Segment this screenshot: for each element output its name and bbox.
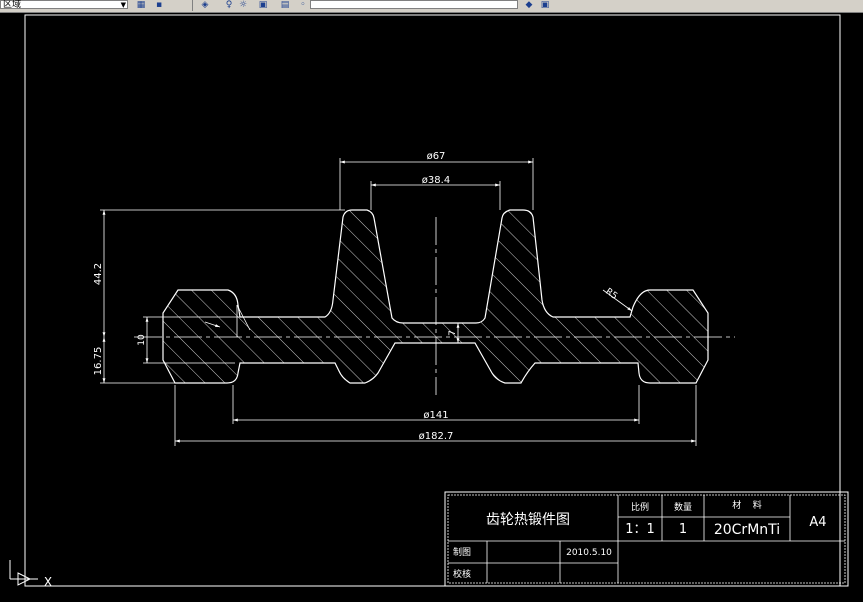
- ucs-icon: X: [9, 560, 52, 589]
- dimension-radius-r5[interactable]: R5: [602, 287, 633, 312]
- color-combo[interactable]: [310, 0, 518, 9]
- ucs-x-label: X: [44, 575, 52, 589]
- dim-label: 7: [448, 330, 458, 336]
- quantity-label: 数量: [674, 501, 692, 513]
- material-label: 材 料: [732, 499, 761, 511]
- dimension-height-44-2[interactable]: 44.2: [93, 209, 345, 384]
- dimension-10[interactable]: 10: [137, 316, 240, 364]
- properties-icon[interactable]: ♀: [225, 0, 233, 10]
- dimension-dia-67[interactable]: ø67: [339, 151, 534, 210]
- drawing-date: 2010.5.10: [566, 548, 612, 558]
- pan-icon[interactable]: ◆: [525, 0, 533, 10]
- layer-combo-value: 区域: [3, 0, 22, 10]
- dimension-dia-182-7[interactable]: ø182.7: [174, 385, 697, 446]
- sheet-size: A4: [809, 515, 826, 530]
- checked-by-label: 校核: [453, 568, 471, 580]
- dim-label: ø67: [427, 151, 446, 162]
- quantity-value: 1: [679, 522, 687, 537]
- draft-angle-mark: [204, 304, 251, 337]
- layer-state-icon[interactable]: ◈: [201, 0, 209, 10]
- layer-combo[interactable]: 区域 ▼: [0, 0, 128, 10]
- dim-label: ø141: [423, 410, 448, 421]
- dim-label: 16.75: [93, 347, 104, 376]
- toolbar-separator: [192, 0, 193, 11]
- toolbar: 区域 ▼ ▦ ▪ ◈ ♀ ☼ ▣ ▤ ◦ ◆ ▣: [0, 0, 863, 13]
- layer-manager-icon[interactable]: ▦: [136, 0, 146, 10]
- save-icon[interactable]: ▪: [155, 0, 163, 10]
- drawing-canvas[interactable]: ø67 ø38.4 44.2 16.75 10 7: [0, 12, 863, 602]
- dim-label: 10: [137, 334, 147, 346]
- zoom-icon[interactable]: ▣: [540, 0, 550, 10]
- dim-label: ø38.4: [422, 175, 450, 186]
- dim-label: 44.2: [93, 263, 104, 285]
- dimension-7[interactable]: 7: [448, 322, 465, 343]
- dimension-dia-38-4[interactable]: ø38.4: [370, 175, 501, 210]
- scale-label: 比例: [631, 501, 649, 513]
- dimension-dia-141[interactable]: ø141: [232, 385, 640, 424]
- title-block: 齿轮热锻件图 比例 数量 材 料 1：1 1 20CrMnTi A4 制图 20…: [444, 491, 849, 587]
- dimension-height-16-75[interactable]: 16.75: [93, 337, 106, 383]
- forging-section: [162, 209, 709, 384]
- drawn-by-label: 制图: [453, 546, 471, 558]
- drawing-title: 齿轮热锻件图: [486, 512, 570, 528]
- drawing-frame: [24, 14, 841, 587]
- chevron-down-icon[interactable]: ▼: [120, 1, 126, 9]
- linetype-icon[interactable]: ▤: [280, 0, 290, 10]
- scale-value: 1：1: [625, 522, 655, 537]
- match-properties-icon[interactable]: ☼: [238, 0, 248, 10]
- color-icon[interactable]: ▣: [258, 0, 268, 10]
- lineweight-icon[interactable]: ◦: [300, 0, 306, 10]
- dim-label: ø182.7: [419, 431, 454, 442]
- material-value: 20CrMnTi: [714, 522, 780, 538]
